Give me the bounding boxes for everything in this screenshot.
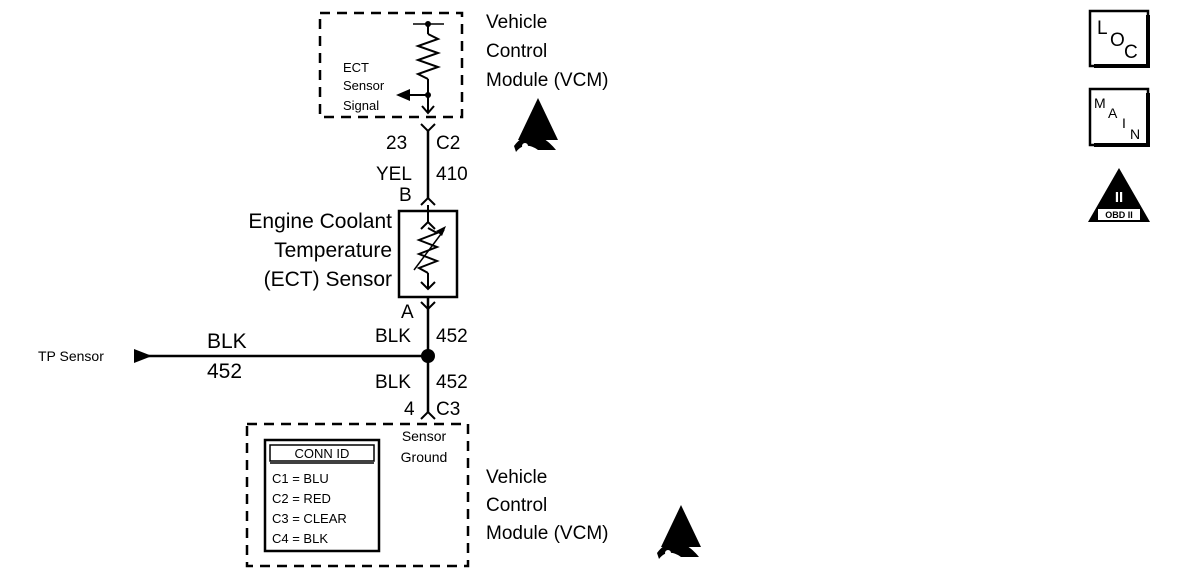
obd-triangle-icon <box>1088 168 1150 222</box>
loc-letter-l: L <box>1097 18 1108 39</box>
thermistor-icon <box>413 205 446 291</box>
c3-pin-number: 4 <box>404 399 415 420</box>
conn-id-title: CONN ID <box>295 446 350 461</box>
conn-id-row-2: C2 = RED <box>272 491 331 506</box>
upper-wire-circuit: 410 <box>436 164 468 185</box>
sensor-name-1: Engine Coolant <box>248 210 392 233</box>
lower-wire-color: BLK <box>375 372 411 393</box>
vcm-top-box <box>318 11 464 119</box>
vcm-bottom-name-3: Module (VCM) <box>486 523 608 544</box>
tp-wire-circuit: 452 <box>207 360 242 383</box>
main-letter-n: N <box>1130 126 1140 142</box>
obd-numeral: II <box>1115 189 1123 206</box>
tp-wire-color: BLK <box>207 330 247 353</box>
loc-letter-c: C <box>1124 42 1138 63</box>
ect-signal-label-2: Sensor <box>343 78 385 93</box>
conn-id-table <box>263 438 381 553</box>
tp-sensor-label: TP Sensor <box>38 348 104 364</box>
sensor-ground-label-1: Sensor <box>402 428 447 444</box>
vcm-bottom-box <box>245 422 470 568</box>
obd-ii-badge[interactable]: II OBD II <box>1088 168 1150 222</box>
vcm-top-name-1: Vehicle <box>486 12 547 33</box>
sensor-name-2: Temperature <box>274 239 392 262</box>
vcm-bottom-name-2: Control <box>486 495 547 516</box>
sensor-ground-label-2: Ground <box>401 449 448 465</box>
c2-pin-number: 23 <box>386 133 407 154</box>
main-badge[interactable]: M A I N <box>1088 87 1150 147</box>
esd-warning-icon <box>514 98 558 152</box>
loc-badge[interactable]: L O C <box>1088 9 1150 68</box>
vcm-top-name-3: Module (VCM) <box>486 70 608 91</box>
main-letter-m: M <box>1094 95 1106 111</box>
sensor-b-terminal <box>420 196 436 206</box>
sensor-name-3: (ECT) Sensor <box>264 268 392 291</box>
c3-connector-symbol <box>420 410 436 420</box>
main-letter-a: A <box>1108 105 1118 121</box>
mid-wire-circuit: 452 <box>436 326 468 347</box>
esd-warning-icon-bottom <box>657 505 701 559</box>
c2-connector-id: C2 <box>436 133 460 154</box>
loc-letter-o: O <box>1110 30 1125 51</box>
mid-wire-color: BLK <box>375 326 411 347</box>
c2-connector-symbol <box>420 123 436 133</box>
signal-arrow-icon <box>396 89 410 101</box>
upper-wire-color: YEL <box>376 164 412 185</box>
conn-id-row-4: C4 = BLK <box>272 531 328 546</box>
sensor-pin-b: B <box>399 185 412 206</box>
sensor-pin-a: A <box>401 302 414 323</box>
main-letter-i: I <box>1122 115 1126 131</box>
c3-connector-id: C3 <box>436 399 460 420</box>
obd-text: OBD II <box>1105 210 1133 220</box>
conn-id-row-1: C1 = BLU <box>272 471 329 486</box>
tp-branch-arrow-icon <box>134 349 152 363</box>
conn-id-row-3: C3 = CLEAR <box>272 511 347 526</box>
ect-signal-label-3: Signal <box>343 98 379 113</box>
vcm-bottom-name-1: Vehicle <box>486 467 547 488</box>
vcm-top-name-2: Control <box>486 41 547 62</box>
ect-signal-label-1: ECT <box>343 60 369 75</box>
lower-wire-circuit: 452 <box>436 372 468 393</box>
vcm-pullup-resistor <box>396 21 444 115</box>
